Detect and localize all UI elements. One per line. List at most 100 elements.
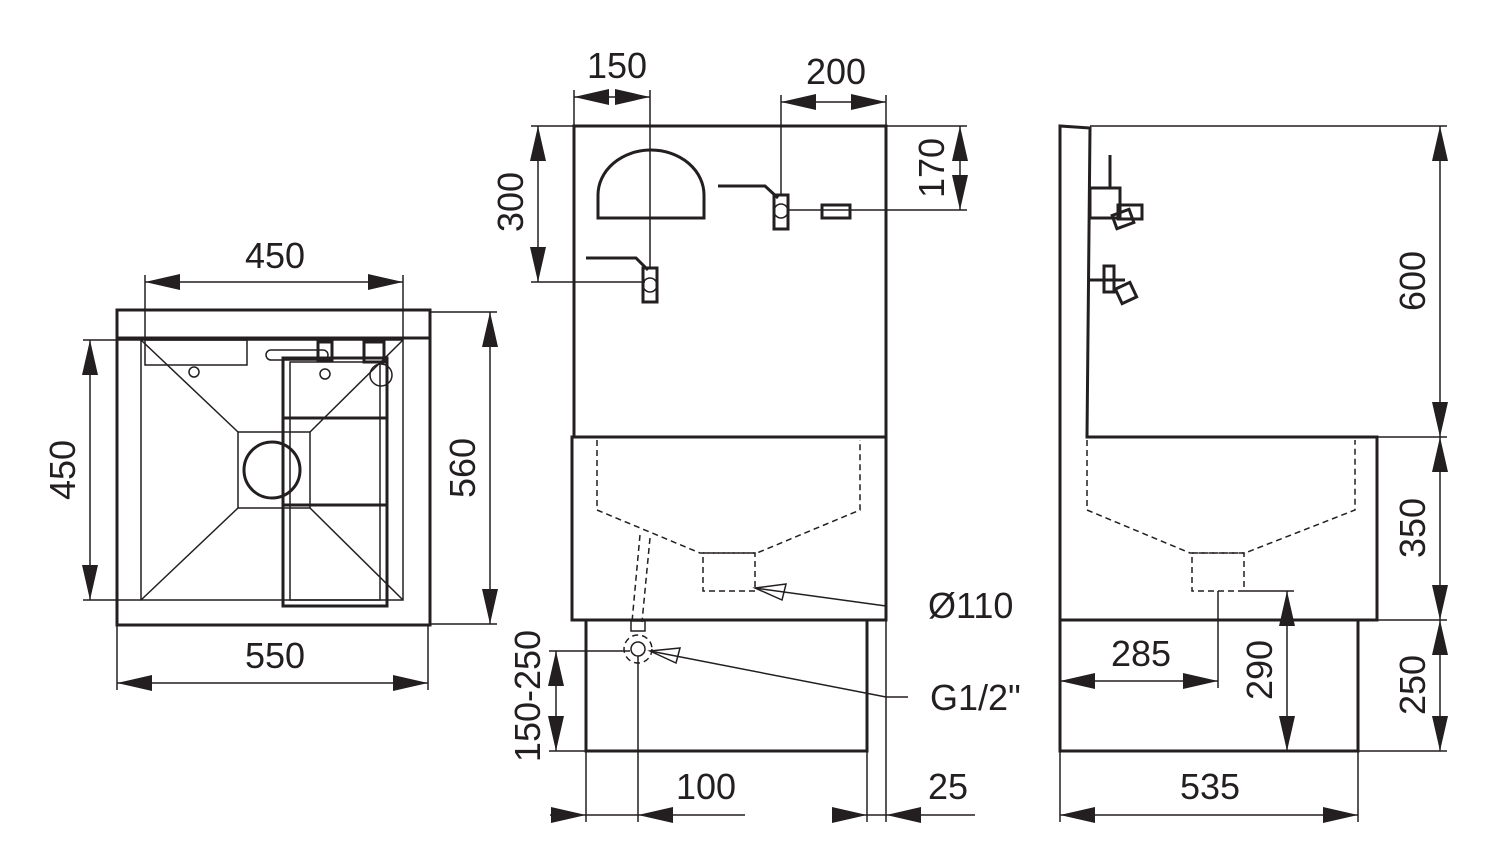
dim-tap2-height: 170 bbox=[911, 138, 952, 198]
arrowhead bbox=[1323, 807, 1358, 823]
arrowhead bbox=[1432, 716, 1448, 751]
dim-tap1-height: 300 bbox=[490, 172, 531, 232]
dim-stand-height: 250 bbox=[1392, 655, 1433, 715]
arrowhead bbox=[886, 807, 921, 823]
arrowhead bbox=[551, 807, 586, 823]
tap-knob-icon bbox=[773, 203, 789, 219]
basin-funnel-line bbox=[309, 507, 404, 601]
side-stand bbox=[1058, 618, 1360, 753]
arrowhead bbox=[393, 675, 428, 691]
tap-handle-icon bbox=[1110, 207, 1136, 231]
dim-backsplash-height: 600 bbox=[1392, 251, 1433, 311]
top-view-basin-rim bbox=[140, 339, 404, 601]
arrowhead bbox=[82, 565, 98, 600]
tap-knob-icon bbox=[642, 277, 658, 293]
arrowhead bbox=[1432, 585, 1448, 620]
arrowhead bbox=[1060, 673, 1095, 689]
valve-knob-icon bbox=[188, 366, 200, 378]
front-stand bbox=[584, 618, 869, 753]
arrowhead bbox=[530, 247, 546, 282]
arrowhead bbox=[832, 807, 867, 823]
tap-body-icon bbox=[362, 340, 386, 364]
top-view: 450 450 560 550 bbox=[42, 235, 498, 691]
arrowhead bbox=[482, 312, 498, 347]
arrowhead bbox=[530, 126, 546, 161]
tap-lever bbox=[718, 184, 780, 200]
grid-rack-inner bbox=[289, 361, 381, 601]
arrowhead bbox=[145, 274, 180, 290]
dim-top-depth-total: 560 bbox=[442, 438, 483, 498]
dim-side-depth: 535 bbox=[1180, 766, 1240, 807]
side-view: 600 350 250 285 290 535 bbox=[1058, 124, 1448, 823]
arrowhead bbox=[952, 175, 968, 210]
tap-valve-icon bbox=[1102, 264, 1116, 294]
arrowhead bbox=[781, 94, 816, 110]
leader-line bbox=[754, 587, 887, 607]
tap-spout-icon bbox=[1113, 280, 1139, 306]
tap-valve-icon bbox=[641, 266, 659, 304]
leader-line bbox=[649, 650, 887, 698]
dim-tap1-offset: 150 bbox=[587, 45, 647, 86]
leader-arrow bbox=[752, 583, 787, 602]
dim-basin-height: 350 bbox=[1392, 498, 1433, 558]
tap-handle bbox=[265, 349, 329, 361]
label-drain-diameter: Ø110 bbox=[928, 585, 1013, 626]
tap-valve-icon bbox=[772, 193, 790, 231]
basin-funnel-line bbox=[140, 339, 239, 433]
arrowhead bbox=[1060, 807, 1095, 823]
arrowhead bbox=[638, 807, 673, 823]
dim-supply-height: 150-250 bbox=[507, 630, 548, 762]
basin-drain-square bbox=[237, 431, 311, 509]
drain-circle bbox=[242, 440, 302, 500]
hidden-supply-pipe bbox=[631, 534, 641, 623]
grid-rack bbox=[281, 356, 389, 608]
arrowhead bbox=[82, 340, 98, 375]
arrowhead bbox=[574, 89, 609, 105]
front-basin bbox=[570, 435, 888, 622]
supply-fitting-icon bbox=[630, 641, 646, 657]
dim-supply-x: 100 bbox=[676, 766, 736, 807]
top-view-shelf bbox=[144, 339, 248, 366]
label-supply-thread: G1/2" bbox=[930, 677, 1021, 718]
arrowhead bbox=[952, 126, 968, 161]
arrowhead bbox=[1279, 591, 1295, 626]
arrowhead bbox=[1183, 673, 1218, 689]
hidden-supply-pipe bbox=[641, 537, 651, 623]
basin-funnel-line bbox=[140, 507, 239, 601]
dim-top-width-inner: 450 bbox=[245, 235, 305, 276]
supply-connector bbox=[630, 620, 646, 632]
tap-body-icon bbox=[316, 340, 334, 362]
arrowhead bbox=[1279, 716, 1295, 751]
wall-outlet bbox=[820, 203, 852, 220]
arrowhead bbox=[1432, 402, 1448, 437]
wall-dome-shelf bbox=[596, 148, 706, 220]
hidden-basin-outline bbox=[596, 440, 861, 554]
dim-top-depth-inner: 450 bbox=[42, 440, 83, 500]
arrowhead bbox=[548, 716, 564, 751]
hose-ring-icon bbox=[369, 363, 393, 387]
dim-drain-height: 290 bbox=[1239, 640, 1280, 700]
dim-tap2-offset: 200 bbox=[806, 51, 866, 92]
top-view-outline bbox=[115, 308, 432, 627]
arrowhead bbox=[482, 589, 498, 624]
arrowhead bbox=[1432, 437, 1448, 472]
arrowhead bbox=[117, 675, 152, 691]
arrowhead bbox=[548, 651, 564, 686]
dim-top-width-total: 550 bbox=[245, 635, 305, 676]
front-view: 150 200 300 170 Ø110 G1/2" bbox=[490, 45, 1021, 823]
arrowhead bbox=[1432, 620, 1448, 655]
leader-arrow bbox=[647, 647, 682, 665]
hidden-basin-outline bbox=[1086, 440, 1356, 554]
dim-panel-thickness: 25 bbox=[928, 766, 968, 807]
arrowhead bbox=[368, 274, 403, 290]
arrowhead bbox=[1432, 126, 1448, 161]
tap-knob-icon bbox=[319, 368, 331, 380]
hidden-drain bbox=[702, 552, 756, 592]
tap-body-icon bbox=[1088, 186, 1122, 220]
tap-lever bbox=[586, 256, 650, 272]
arrowhead bbox=[615, 89, 650, 105]
arrowhead bbox=[851, 94, 886, 110]
hidden-drain bbox=[1191, 552, 1245, 592]
dim-drain-x: 285 bbox=[1111, 633, 1171, 674]
